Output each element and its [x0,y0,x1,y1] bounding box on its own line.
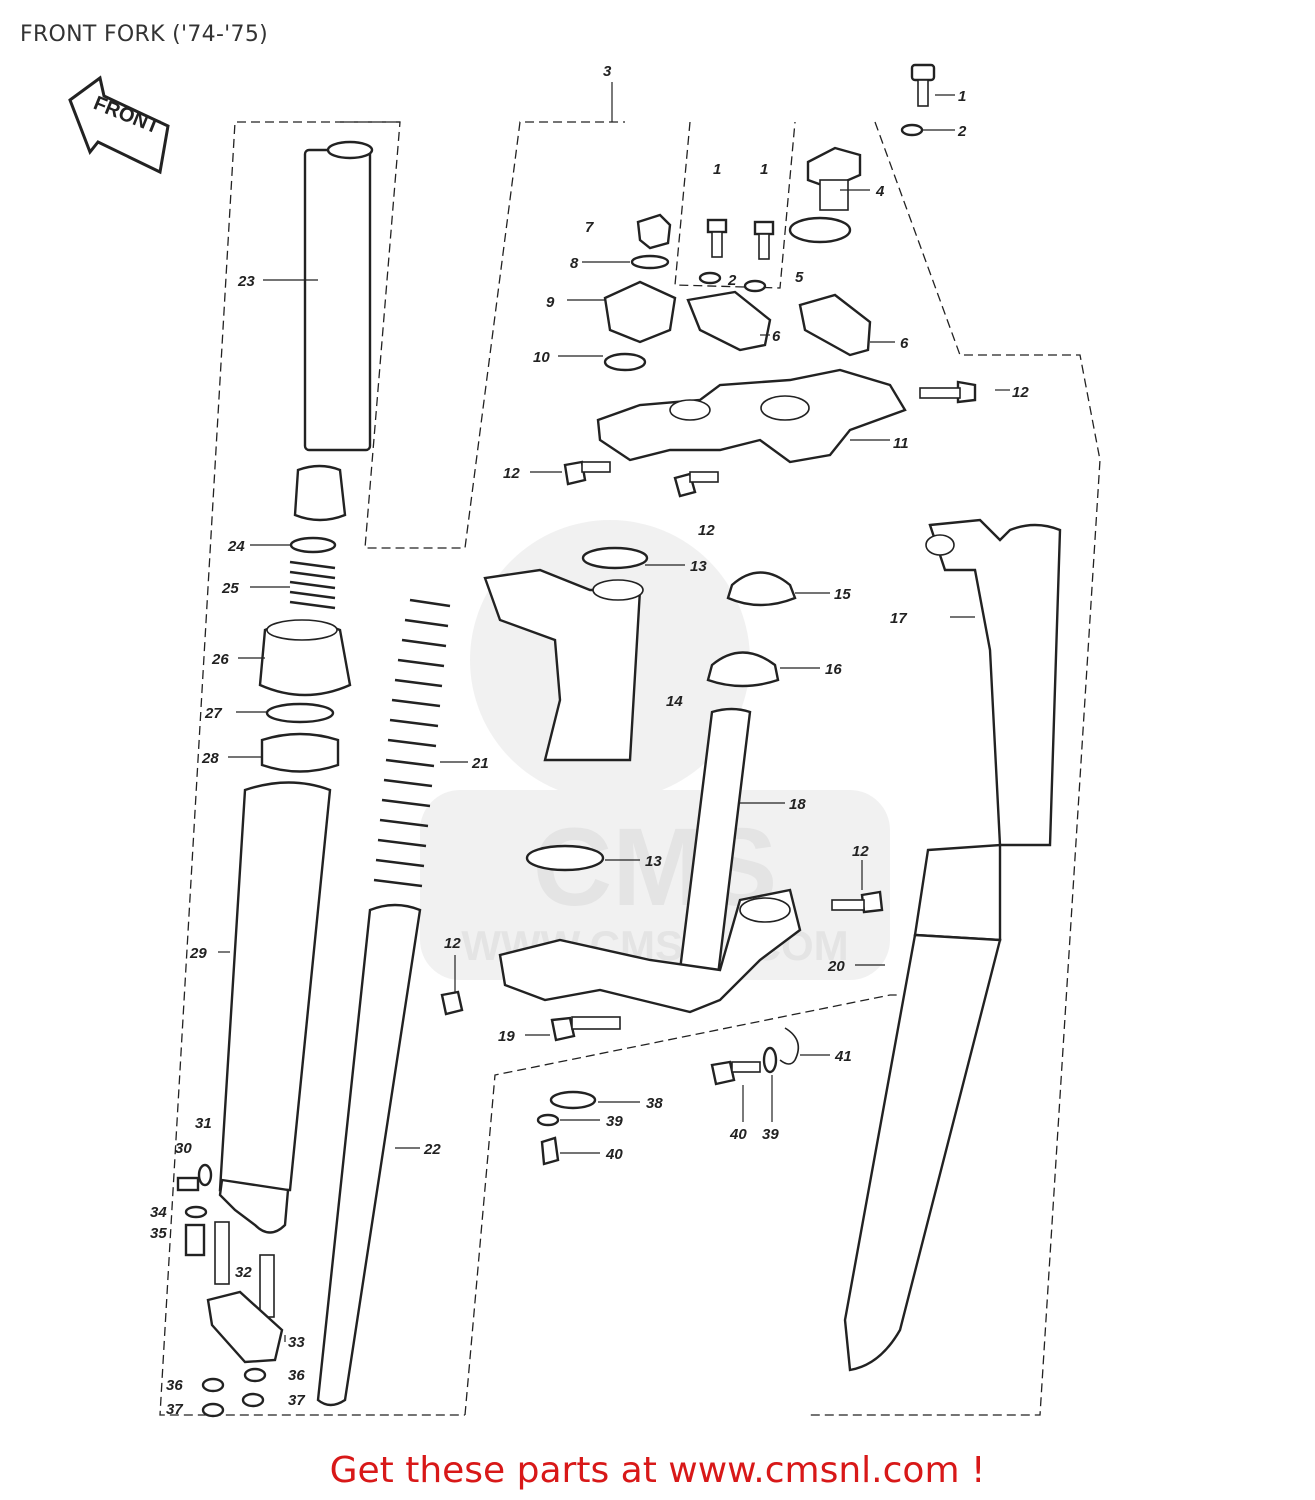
dust-seal-cap [293,464,347,522]
callout-40: 40 [605,1146,623,1163]
callout-12: 12 [444,935,461,952]
callout-24: 24 [227,538,245,555]
outer-tube-29 [218,781,332,1234]
callout-36: 36 [166,1377,183,1394]
callout-11: 11 [893,435,909,452]
ring-13-top [581,546,649,570]
oring-8 [630,254,670,270]
callout-32: 32 [235,1264,252,1281]
bolt-12-left [563,460,611,486]
spring-25 [289,560,336,610]
washer-2-top [900,123,924,137]
fork-leg-17-20 [843,518,1062,1372]
callout-41: 41 [834,1048,852,1065]
callout-9: 9 [546,294,555,311]
callout-10: 10 [533,349,550,366]
callout-12: 12 [1012,384,1029,401]
leader-lines [218,82,1010,1342]
washer-10 [603,352,647,372]
cap-16 [706,651,780,688]
callout-35: 35 [150,1225,167,1242]
callout-25: 25 [221,580,239,597]
callout-14: 14 [666,693,683,710]
callout-37: 37 [166,1401,183,1418]
callout-23: 23 [237,273,255,290]
bolt-1-pair [706,218,775,260]
bolt-12-mid [673,471,719,498]
callout-39: 39 [606,1113,623,1130]
cover-26 [258,619,352,697]
steering-stem-18 [498,707,802,1014]
washer-5 [788,216,852,244]
page-title: FRONT FORK ('74-'75) [20,22,269,47]
callout-39: 39 [762,1126,779,1143]
bolt-4 [806,146,862,211]
bolt-1-top [910,63,936,107]
callout-3: 3 [603,63,612,80]
cap-15 [726,571,797,607]
callout-12: 12 [698,522,715,539]
circlip-24 [289,536,337,554]
callout-31: 31 [195,1115,212,1132]
plug-7 [636,213,672,250]
headlight-bracket-14 [483,568,644,762]
callout-26: 26 [211,651,229,668]
callout-7: 7 [585,219,594,236]
cta-link[interactable]: Get these parts at www.cmsnl.com ! [329,1450,986,1491]
callout-6: 6 [772,328,781,345]
bolt-12-stem [831,890,884,914]
callout-12: 12 [852,843,869,860]
fork-spring-21 [373,598,451,888]
group-frames [159,121,1101,1416]
callout-18: 18 [789,796,806,813]
callout-13: 13 [690,558,707,575]
callout-28: 28 [201,750,219,767]
callout-38: 38 [646,1095,663,1112]
damper-rod-22 [316,903,422,1407]
small-parts-30-37 [176,1163,284,1418]
bolt-19 [550,1016,621,1042]
upper-bracket-11 [596,368,907,464]
callout-6: 6 [900,335,909,352]
callout-15: 15 [834,586,851,603]
callout-1: 1 [958,88,966,105]
callout-19: 19 [498,1028,515,1045]
callout-36: 36 [288,1367,305,1384]
fork-inner-tube-23 [303,140,374,452]
callout-5: 5 [795,269,804,286]
callout-13: 13 [645,853,662,870]
ring-27 [265,702,335,724]
callout-4: 4 [875,183,885,200]
front-fork-exploded-diagram: CMS WWW.CMSNL.COM FRONT [68,63,1101,1418]
callout-12: 12 [503,465,520,482]
holder-6b [798,293,872,357]
washer-2-pair [698,271,767,293]
callout-1: 1 [713,161,721,178]
callout-30: 30 [175,1140,192,1157]
nut-9 [603,280,677,344]
bolt-12-stemleft [440,990,464,1016]
callout-37: 37 [288,1392,305,1409]
callout-29: 29 [189,945,207,962]
callout-2: 2 [727,272,737,289]
callout-34: 34 [150,1204,167,1221]
callout-22: 22 [423,1141,441,1158]
callout-33: 33 [288,1334,305,1351]
holder-6a [686,290,772,352]
callout-40: 40 [729,1126,747,1143]
small-parts-38-41 [536,1027,800,1166]
callout-27: 27 [204,705,222,722]
ring-13-bottom [525,844,605,872]
callout-labels: 1 2 3 1 1 4 7 8 2 5 9 6 6 10 12 11 12 12… [150,63,1029,1418]
callout-17: 17 [890,610,907,627]
bolt-12-right [919,380,977,404]
front-arrow-icon: FRONT [68,75,170,175]
callout-2: 2 [957,123,967,140]
callout-16: 16 [825,661,842,678]
callout-21: 21 [471,755,489,772]
oil-seal-28 [260,732,340,773]
callout-20: 20 [827,958,845,975]
callout-1: 1 [760,161,768,178]
callout-8: 8 [570,255,579,272]
